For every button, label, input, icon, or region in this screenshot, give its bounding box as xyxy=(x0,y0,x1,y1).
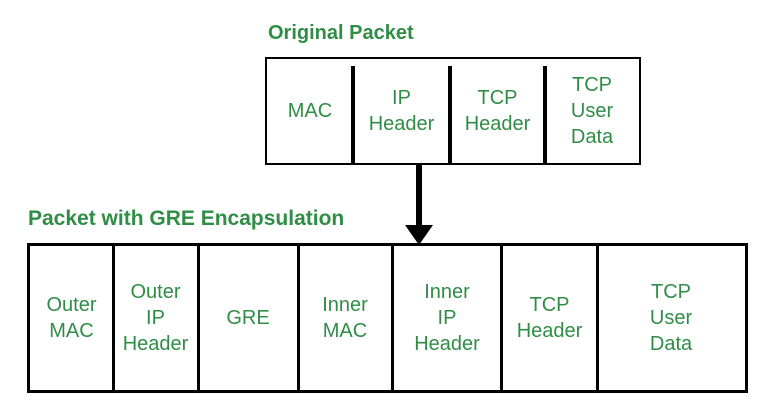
gre-packet-title: Packet with GRE Encapsulation xyxy=(28,207,345,230)
divider xyxy=(197,243,200,393)
gre-field-tcp-user-data: TCP User Data xyxy=(649,281,693,355)
divider xyxy=(391,243,394,393)
gre-packet-box: Outer MAC Outer IP Header GRE Inner MAC … xyxy=(27,243,748,393)
packet-field-ip-header: IP Header xyxy=(368,87,435,135)
gre-field-inner-mac: Inner MAC xyxy=(322,294,368,342)
divider xyxy=(112,243,115,393)
divider xyxy=(500,243,503,393)
packet-field-mac: MAC xyxy=(287,100,333,122)
gre-field-outer-mac: Outer MAC xyxy=(46,294,97,342)
packet-field-tcp-user-data: TCP User Data xyxy=(570,74,614,148)
encapsulation-arrow-down-icon xyxy=(405,225,433,245)
divider xyxy=(543,66,547,165)
gre-field-inner-ip-header: Inner IP Header xyxy=(414,281,480,355)
divider xyxy=(297,243,300,393)
divider xyxy=(448,66,452,165)
gre-field-gre: GRE xyxy=(226,307,270,329)
packet-field-tcp-header: TCP Header xyxy=(464,87,531,135)
divider xyxy=(596,243,599,393)
encapsulation-arrow-shaft xyxy=(416,165,422,227)
gre-field-tcp-header: TCP Header xyxy=(516,294,583,342)
divider xyxy=(351,66,355,165)
original-packet-box: MAC IP Header TCP Header TCP User Data xyxy=(265,57,641,165)
gre-field-outer-ip-header: Outer IP Header xyxy=(122,281,189,355)
original-packet-title: Original Packet xyxy=(268,22,414,44)
